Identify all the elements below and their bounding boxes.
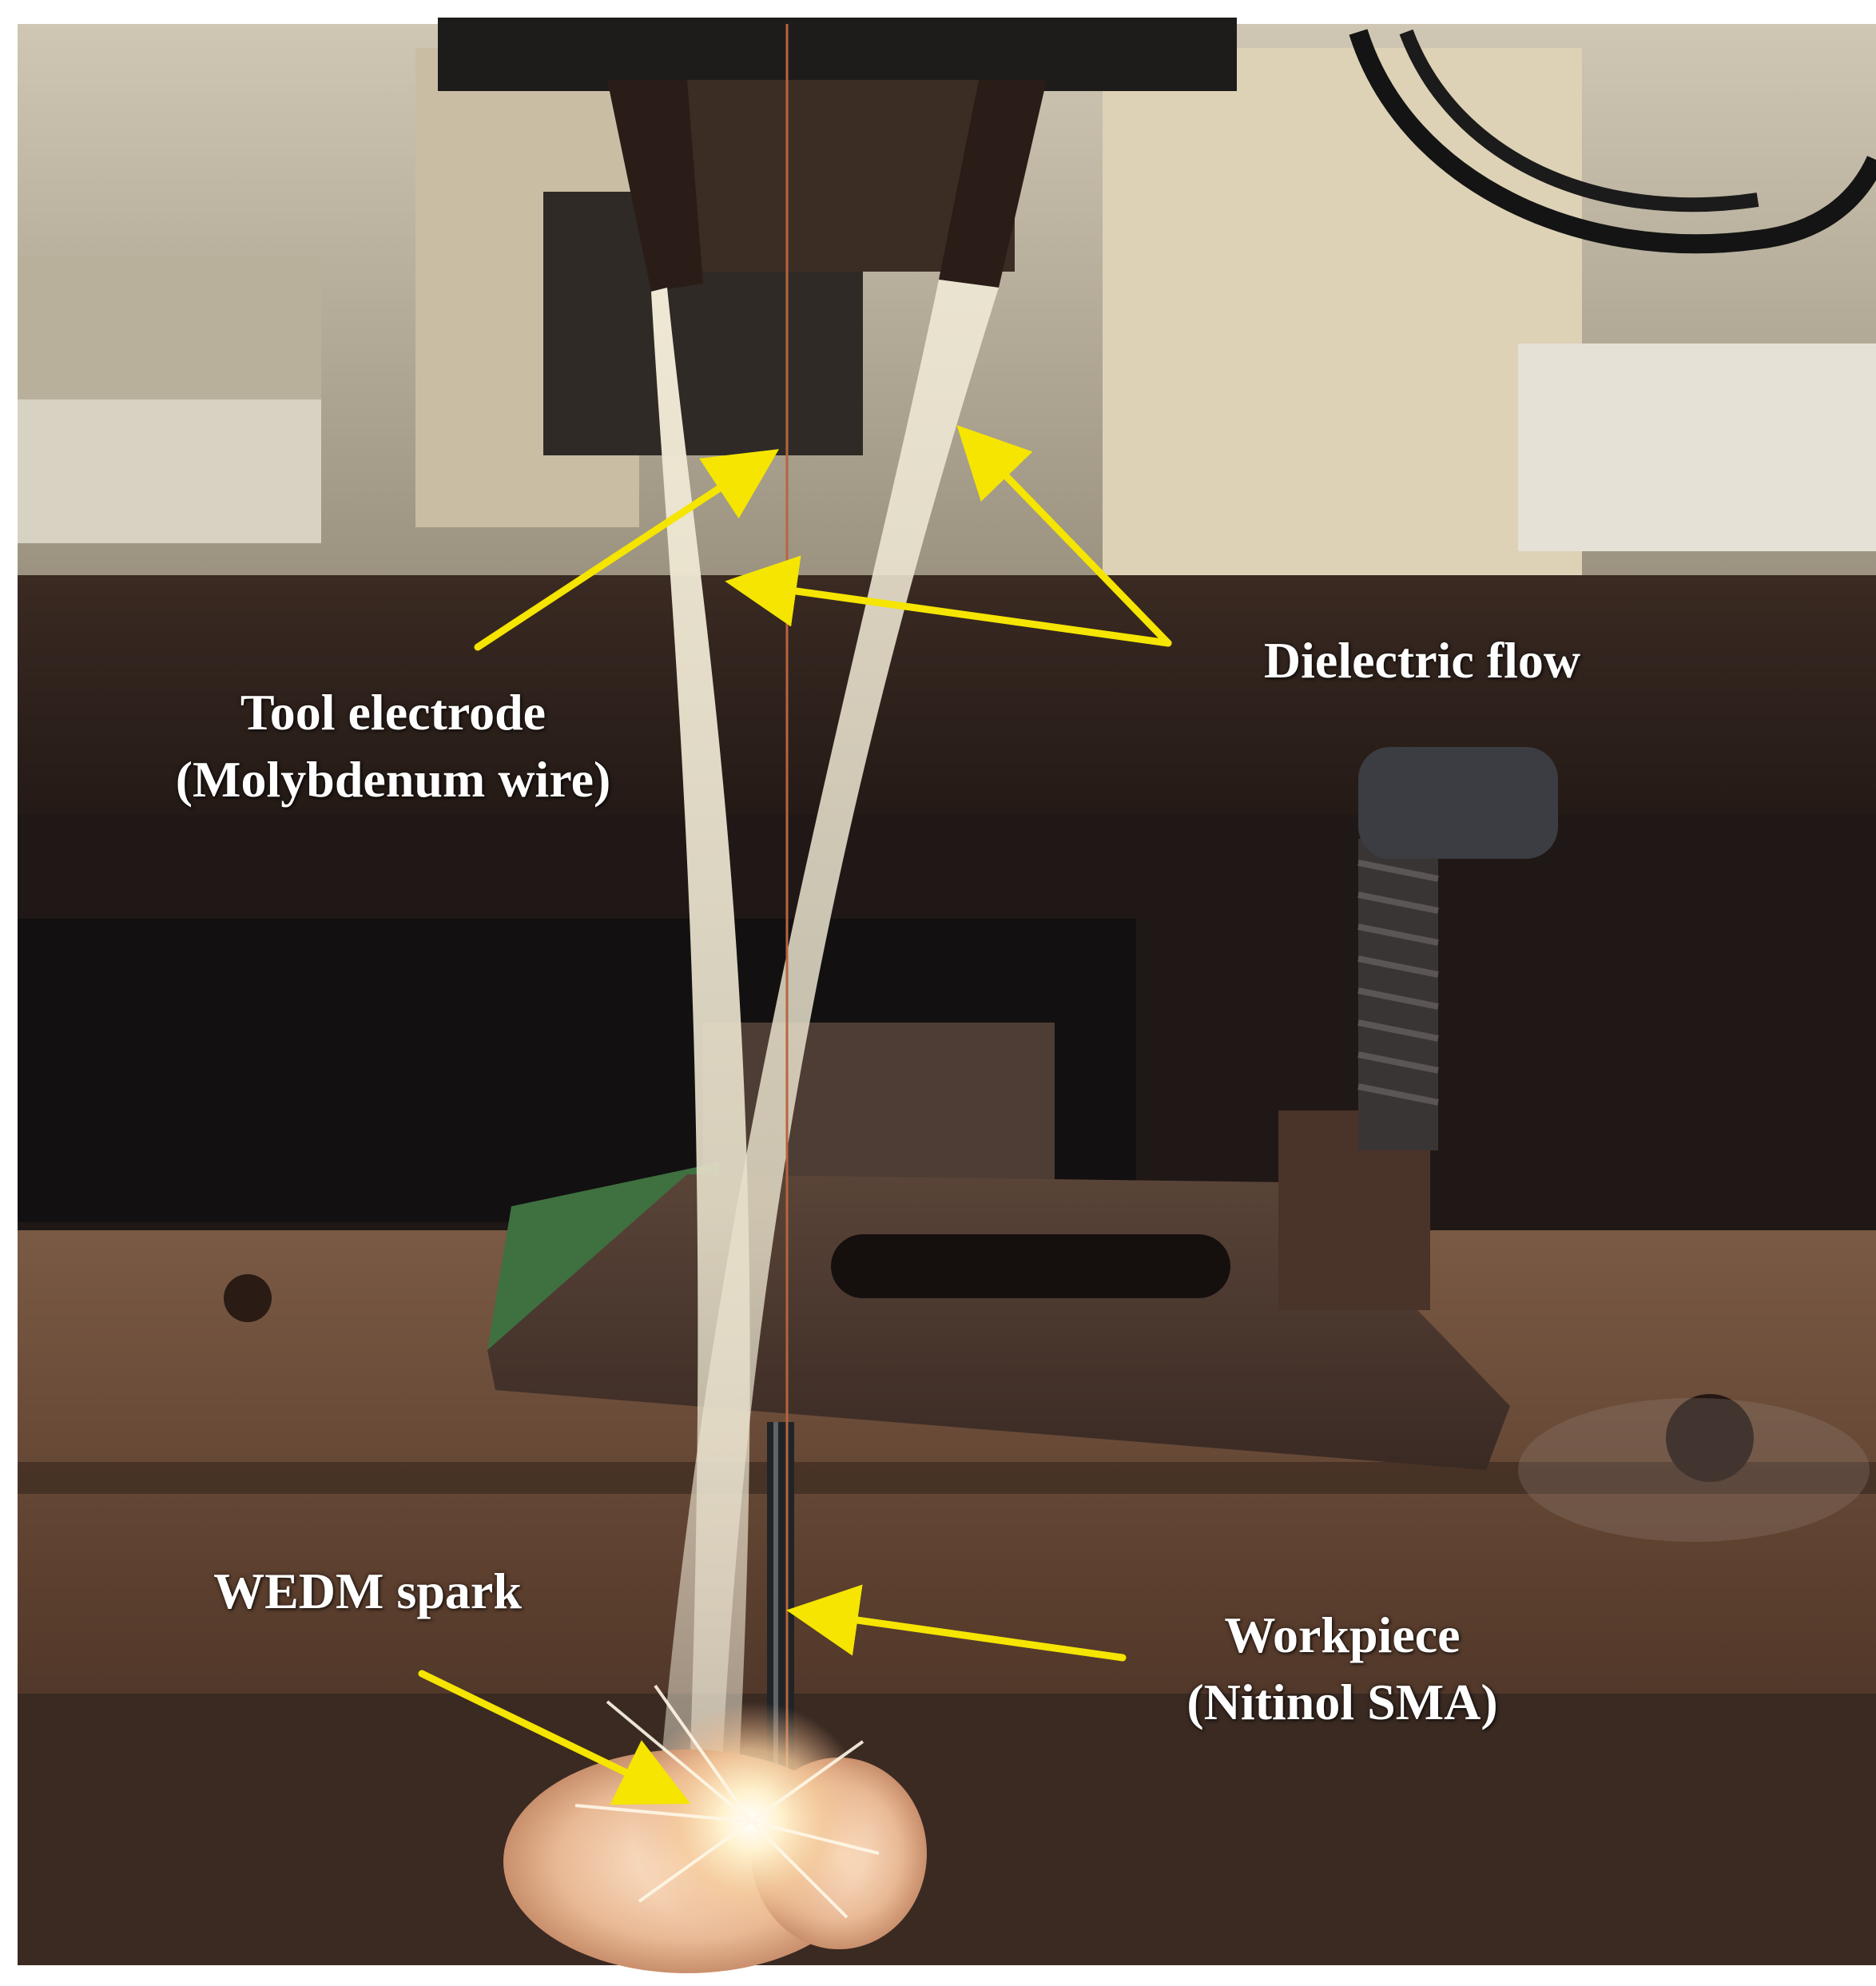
cable-coil-2	[1399, 29, 1759, 213]
workpiece-label-line1: Workpiece	[1224, 1607, 1461, 1663]
workpiece-label: Workpiece (Nitinol SMA)	[1119, 1602, 1566, 1737]
left-shelf-top	[18, 399, 321, 543]
wedm-spark-label: WEDM spark	[160, 1558, 575, 1625]
back-housing-right	[1103, 48, 1582, 607]
right-nozzle	[939, 80, 1047, 288]
wedm-spark-label-text: WEDM spark	[213, 1563, 522, 1619]
worktable-floor	[18, 1694, 1876, 1965]
arrow-dielectric-left	[725, 555, 1172, 647]
right-window	[1518, 344, 1876, 551]
table-hole-right	[1666, 1394, 1754, 1482]
workpiece-label-line2: (Nitinol SMA)	[1186, 1674, 1498, 1731]
worktable-edge	[18, 1462, 1876, 1494]
tool-electrode-label-line2: (Molybdenum wire)	[175, 751, 611, 808]
arrow-dielectric-right	[956, 425, 1172, 647]
clamp-slot	[831, 1234, 1230, 1298]
bolt-threads	[1357, 860, 1439, 1106]
annotation-arrows	[418, 425, 1172, 1805]
arrow-tool-electrode	[474, 449, 780, 651]
water-sheen	[1518, 1398, 1870, 1542]
bolt-head	[1358, 747, 1558, 859]
tool-electrode-label: Tool electrode (Molybdenum wire)	[97, 679, 689, 814]
arrow-workpiece	[786, 1584, 1127, 1662]
dielectric-stream-right	[655, 280, 999, 1837]
arrow-wedm-spark	[418, 1670, 691, 1805]
wire-guide-head	[438, 18, 1237, 91]
spark-rays	[574, 1684, 880, 1919]
workpiece-highlight	[773, 1422, 778, 1869]
dielectric-flow-label: Dielectric flow	[1198, 627, 1646, 694]
tool-electrode-label-line1: Tool electrode	[240, 684, 547, 741]
table-hole-left	[224, 1274, 272, 1322]
dielectric-flow-label-text: Dielectric flow	[1263, 632, 1581, 689]
left-nozzle	[607, 80, 703, 292]
cable-coil	[1349, 29, 1876, 254]
